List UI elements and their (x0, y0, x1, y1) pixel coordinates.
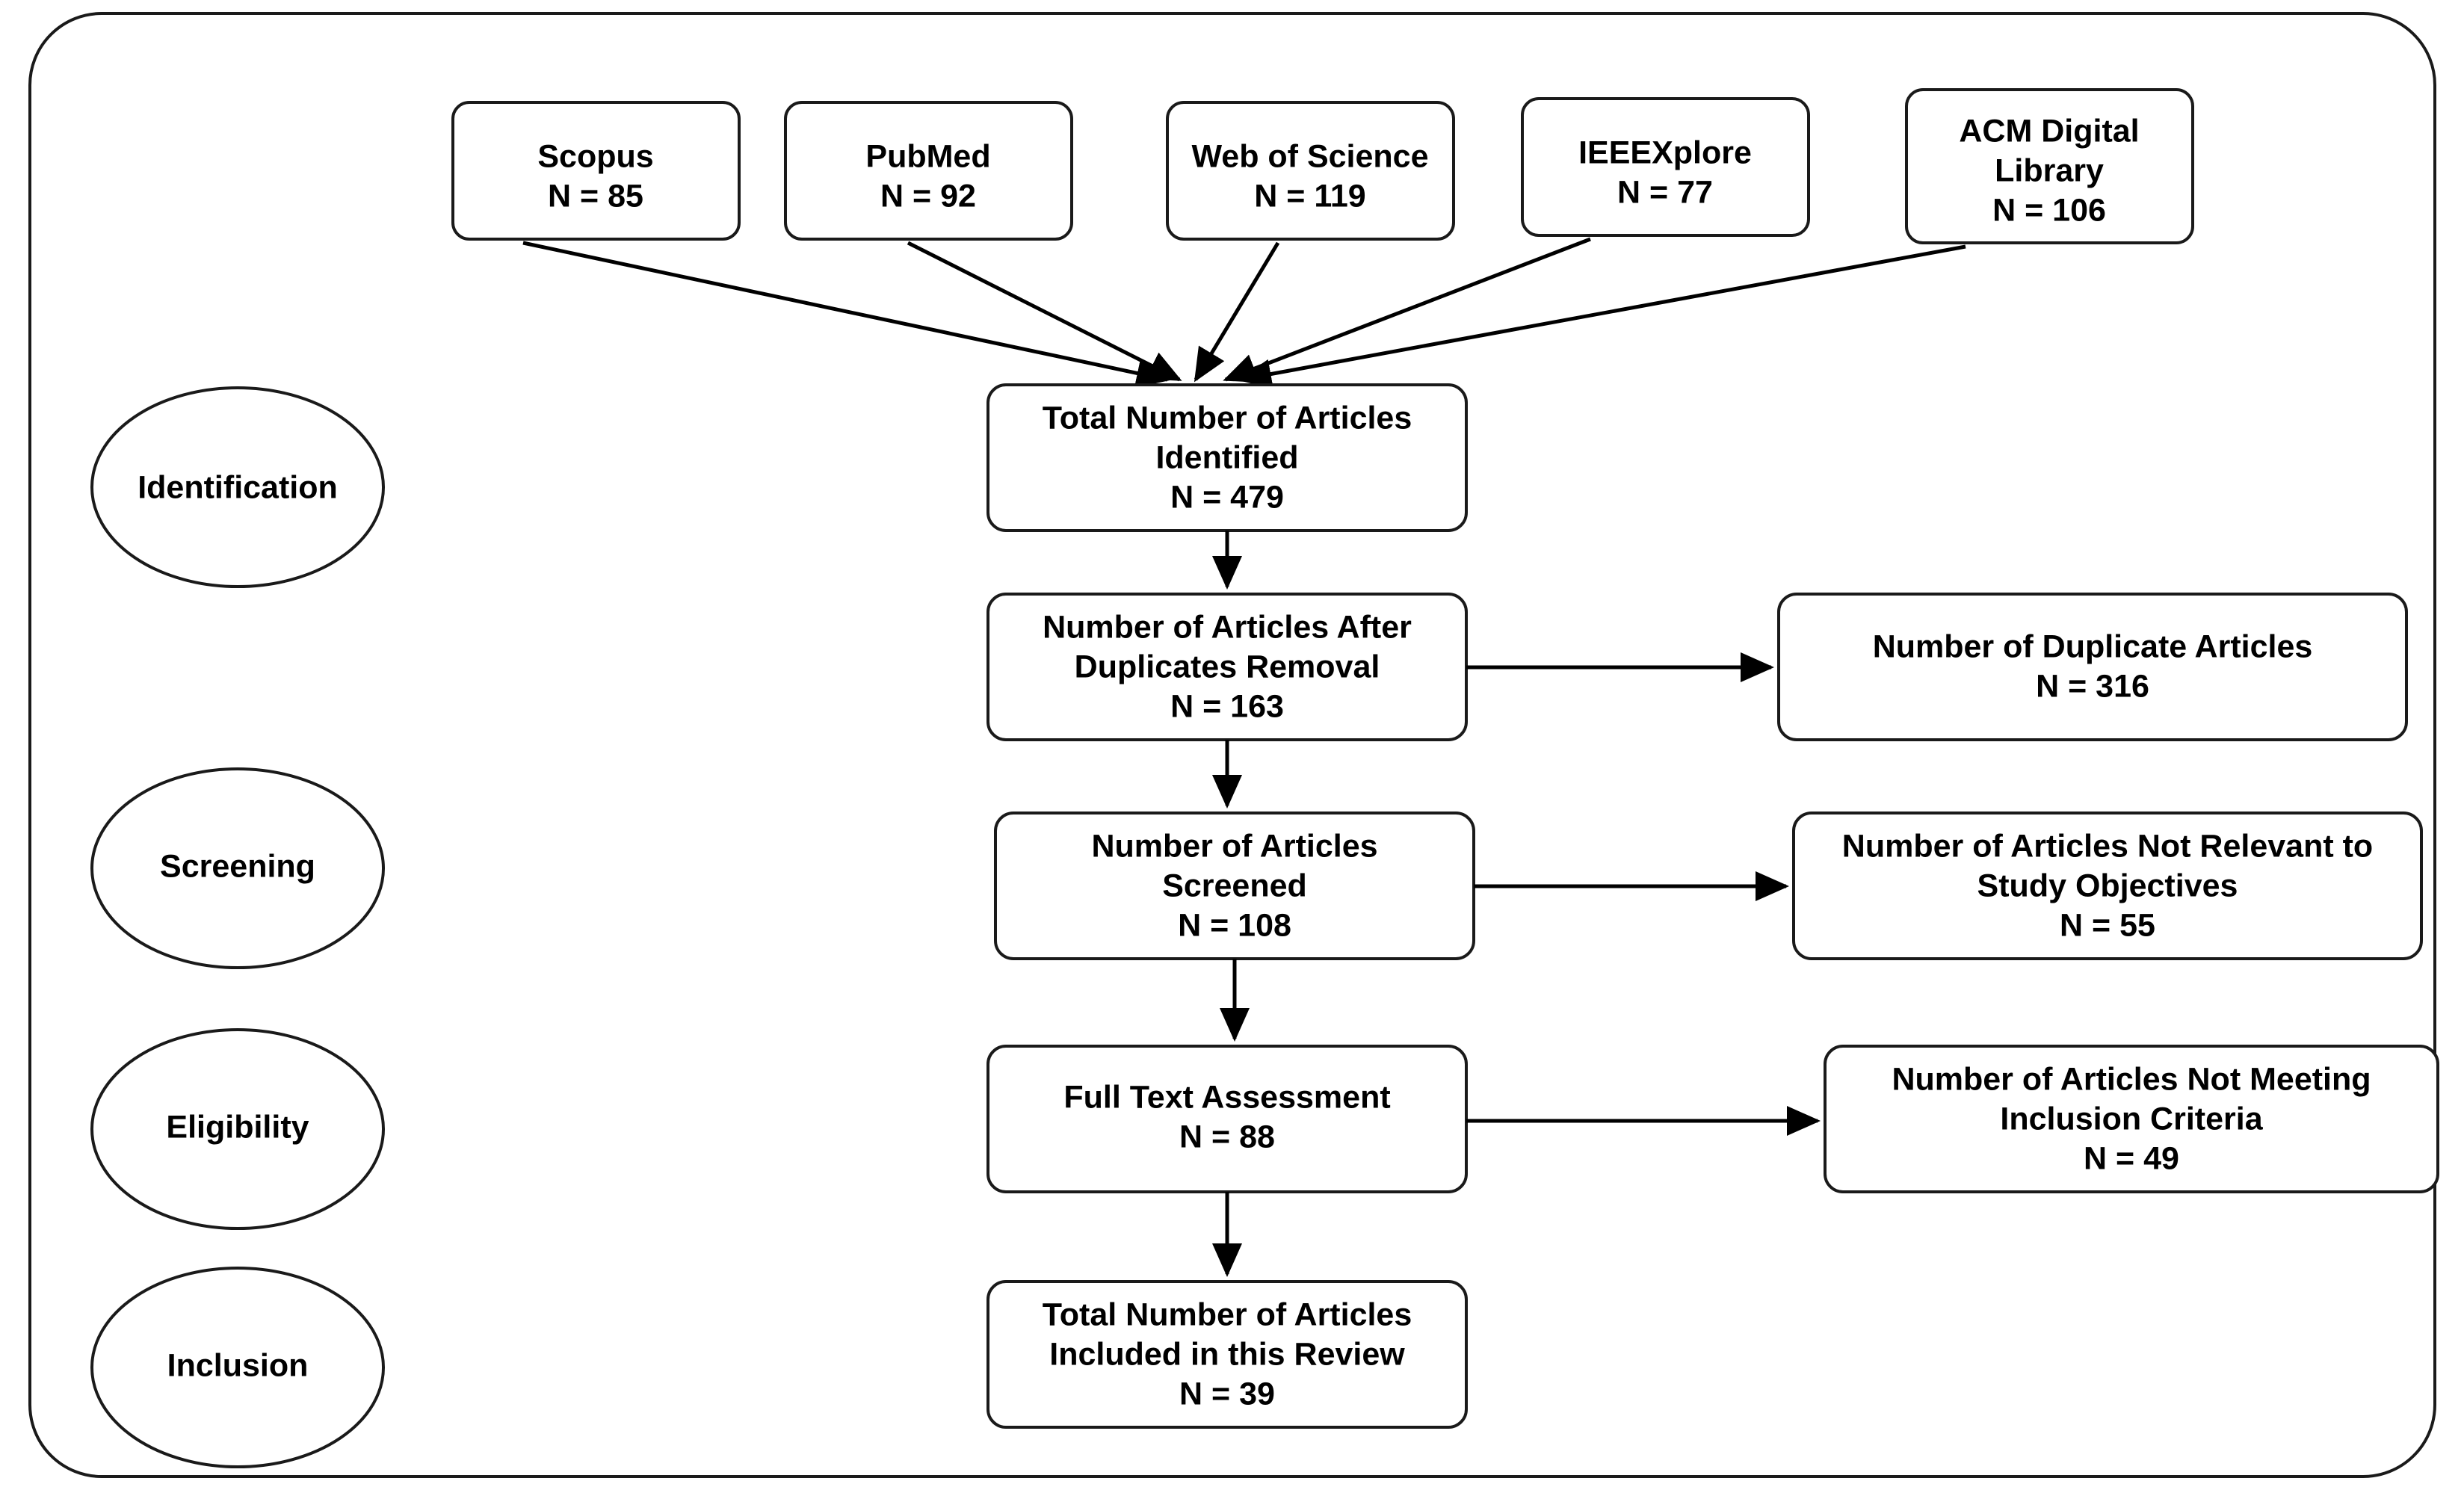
stage-label-screening: Screening (160, 848, 315, 884)
flow-box-line-1: Total Number of Articles (1043, 400, 1412, 436)
source-label-acm-line2: Library (1995, 152, 2104, 188)
source-count-web-of-science: N = 119 (1254, 178, 1365, 214)
exclusion-box-line-2: Inclusion Criteria (2000, 1101, 2263, 1137)
source-box-rect (784, 101, 1073, 241)
source-count-pubmed: N = 92 (880, 178, 976, 214)
flow-box-line-2: Included in this Review (1049, 1336, 1405, 1372)
flow-box-line-2: Duplicates Removal (1075, 649, 1380, 684)
source-label-acm-line1: ACM Digital (1959, 113, 2139, 149)
stage-ellipse-screening[interactable]: Screening (90, 767, 385, 969)
stage-label-inclusion: Inclusion (167, 1347, 309, 1383)
flow-box-line-1: Full Text Assessment (1063, 1079, 1390, 1115)
stage-label-eligibility: Eligibility (166, 1109, 309, 1145)
source-label-pubmed: PubMed (865, 138, 990, 174)
flow-box-line-3: N = 163 (1170, 688, 1284, 724)
source-count-ieeexplore: N = 77 (1617, 174, 1713, 210)
stage-ellipse-eligibility[interactable]: Eligibility (90, 1028, 385, 1230)
exclusion-box-not-relevant[interactable]: Number of Articles Not Relevant to Study… (1792, 812, 2423, 960)
exclusion-box-line-2: Study Objectives (1977, 868, 2238, 903)
stage-ellipse-shape (90, 1267, 385, 1468)
exclusion-box-rect (1792, 812, 2423, 960)
flow-box-line-2: Identified (1155, 439, 1298, 475)
diagram-outer-frame (28, 12, 2436, 1478)
source-box-rect (1166, 101, 1455, 241)
source-box-scopus[interactable]: Scopus N = 85 (451, 101, 741, 241)
exclusion-box-line-2: N = 316 (2036, 668, 2149, 704)
stage-ellipse-shape (90, 1028, 385, 1230)
arrow-pubmed-to-total (907, 241, 1182, 382)
source-box-rect (1905, 88, 2194, 244)
exclusion-box-line-3: N = 55 (2060, 907, 2155, 943)
source-box-rect (1521, 97, 1810, 237)
exclusion-box-duplicate-articles[interactable]: Number of Duplicate Articles N = 316 (1777, 593, 2408, 741)
flow-box-rect (986, 1280, 1468, 1429)
stage-ellipse-identification[interactable]: Identification (90, 386, 385, 588)
arrow-ieee-to-total (1223, 237, 1591, 383)
source-box-rect (451, 101, 741, 241)
stage-ellipse-shape (90, 386, 385, 588)
source-label-web-of-science: Web of Science (1191, 138, 1428, 174)
arrow-acm-to-total (1238, 244, 1966, 389)
flow-box-line-1: Number of Articles After (1043, 609, 1412, 645)
stage-label-identification: Identification (138, 469, 338, 505)
stage-ellipse-inclusion[interactable]: Inclusion (90, 1267, 385, 1468)
exclusion-box-not-meeting-inclusion-criteria[interactable]: Number of Articles Not Meeting Inclusion… (1824, 1045, 2439, 1193)
flow-box-after-duplicates-removal[interactable]: Number of Articles After Duplicates Remo… (986, 593, 1468, 741)
flow-box-line-3: N = 108 (1178, 907, 1291, 943)
source-box-web-of-science[interactable]: Web of Science N = 119 (1166, 101, 1455, 241)
flow-box-total-identified[interactable]: Total Number of Articles Identified N = … (986, 383, 1468, 532)
source-label-ieeexplore: IEEEXplore (1578, 135, 1752, 170)
source-box-pubmed[interactable]: PubMed N = 92 (784, 101, 1073, 241)
source-box-ieeexplore[interactable]: IEEEXplore N = 77 (1521, 97, 1810, 237)
flow-box-line-3: N = 479 (1170, 479, 1284, 515)
exclusion-box-line-1: Number of Duplicate Articles (1873, 628, 2313, 664)
exclusion-box-line-1: Number of Articles Not Meeting (1892, 1061, 2371, 1097)
source-count-acm: N = 106 (1992, 192, 2106, 228)
source-box-acm-digital-library[interactable]: ACM Digital Library N = 106 (1905, 88, 2194, 244)
stage-ellipse-shape (90, 767, 385, 969)
exclusion-box-line-3: N = 49 (2084, 1140, 2179, 1176)
arrow-scopus-to-total (522, 241, 1170, 389)
arrow-wos-to-total (1194, 241, 1280, 383)
flow-box-full-text-assessment[interactable]: Full Text Assessment N = 88 (986, 1045, 1468, 1193)
flow-box-line-2: Screened (1162, 868, 1307, 903)
flow-box-line-1: Number of Articles (1091, 828, 1377, 864)
source-label-scopus: Scopus (537, 138, 653, 174)
flow-box-line-1: Total Number of Articles (1043, 1296, 1412, 1332)
flow-box-line-2: N = 88 (1179, 1119, 1275, 1154)
exclusion-box-rect (1777, 593, 2408, 741)
exclusion-box-line-1: Number of Articles Not Relevant to (1842, 828, 2373, 864)
flow-box-total-included[interactable]: Total Number of Articles Included in thi… (986, 1280, 1468, 1429)
flow-box-articles-screened[interactable]: Number of Articles Screened N = 108 (994, 812, 1475, 960)
flow-box-line-3: N = 39 (1179, 1376, 1275, 1412)
source-count-scopus: N = 85 (548, 178, 643, 214)
exclusion-box-rect (1824, 1045, 2439, 1193)
